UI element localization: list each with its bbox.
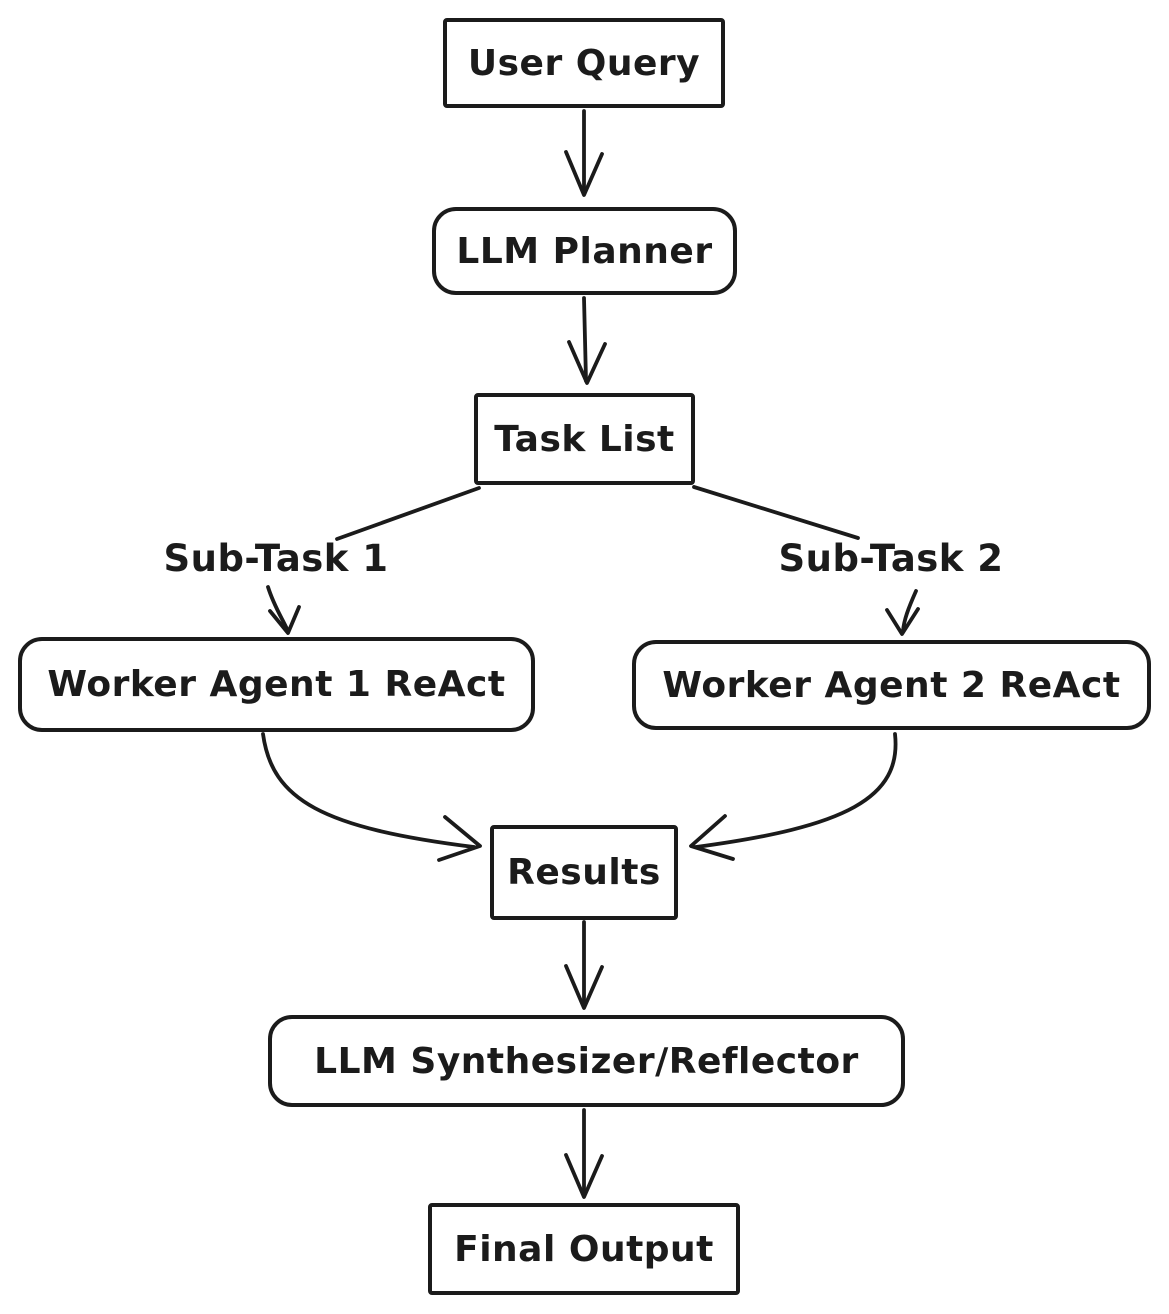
node-worker-agent-1-label: Worker Agent 1 ReAct — [47, 664, 506, 705]
node-llm-planner: LLM Planner — [432, 207, 737, 295]
edge-worker-agent-2-to-results — [694, 732, 898, 849]
node-final-output-label: Final Output — [454, 1228, 714, 1270]
arrowhead-worker-agent-1-to-results — [437, 815, 482, 862]
node-llm-planner-label: LLM Planner — [456, 230, 713, 272]
node-worker-agent-1: Worker Agent 1 ReAct — [18, 637, 535, 732]
label-sub-task-2-text: Sub-Task 2 — [778, 537, 1004, 580]
node-worker-agent-2: Worker Agent 2 ReAct — [632, 640, 1151, 730]
label-sub-task-1: Sub-Task 1 — [163, 537, 388, 580]
node-user-query: User Query — [443, 18, 725, 108]
label-sub-task-1-text: Sub-Task 1 — [163, 537, 389, 580]
arrowhead-sub-task-1-to-worker-agent-1 — [268, 605, 301, 635]
arrowhead-llm-planner-to-task-list — [567, 340, 607, 385]
edge-task-list-to-sub-task-1 — [335, 486, 481, 541]
node-llm-synthesizer: LLM Synthesizer/Reflector — [268, 1015, 905, 1107]
edge-sub-task-1-to-worker-agent-1 — [266, 585, 289, 631]
arrowhead-worker-agent-2-to-results — [689, 814, 735, 861]
arrowhead-sub-task-2-to-worker-agent-2 — [885, 607, 920, 636]
node-task-list-label: Task List — [494, 418, 675, 460]
label-sub-task-2: Sub-Task 2 — [778, 537, 1003, 580]
node-llm-synthesizer-label: LLM Synthesizer/Reflector — [314, 1040, 859, 1082]
edge-task-list-to-sub-task-2 — [692, 485, 860, 540]
node-final-output: Final Output — [428, 1203, 740, 1295]
node-user-query-label: User Query — [467, 42, 701, 84]
arrowhead-llm-synthesizer-to-final-output — [564, 1153, 604, 1199]
edge-worker-agent-1-to-results — [261, 732, 476, 849]
node-results-label: Results — [507, 852, 661, 893]
node-results: Results — [490, 825, 678, 920]
arrowhead-results-to-llm-synthesizer — [564, 964, 604, 1010]
arrowhead-user-query-to-llm-planner — [564, 150, 604, 197]
node-task-list: Task List — [474, 393, 695, 485]
node-worker-agent-2-label: Worker Agent 2 ReAct — [662, 664, 1121, 706]
edge-llm-planner-to-task-list — [582, 296, 588, 383]
edge-sub-task-2-to-worker-agent-2 — [901, 589, 918, 633]
